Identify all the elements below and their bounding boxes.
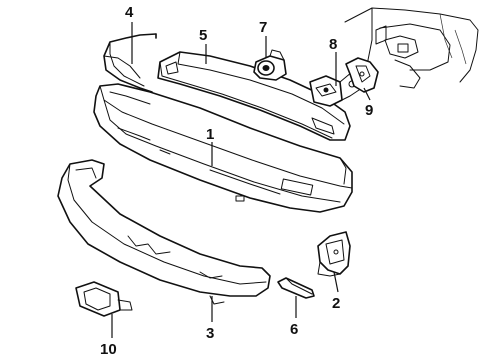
callout-5: 5 [199, 27, 207, 44]
callout-2: 2 [332, 295, 340, 312]
callout-4: 4 [125, 4, 134, 21]
callout-1: 1 [206, 126, 214, 143]
part-5-impact-bar [157, 51, 351, 141]
part-6-strap [277, 277, 315, 299]
callout-labels: 4 5 7 8 9 1 2 3 6 10 [100, 4, 373, 358]
callout-9: 9 [365, 102, 373, 119]
vehicle-body-section [344, 7, 479, 89]
part-7-isolator [253, 49, 287, 81]
part-1-bumper-cover [93, 83, 353, 213]
callout-7: 7 [259, 19, 267, 36]
callout-3: 3 [206, 325, 214, 342]
part-9-reinforcement [345, 57, 379, 93]
leader-lines [111, 22, 371, 338]
callout-8: 8 [329, 36, 337, 53]
part-10-license-bracket [75, 281, 133, 317]
part-3-lower-valance [57, 159, 271, 305]
part-8-bracket [309, 71, 363, 107]
callout-10: 10 [100, 341, 117, 358]
callout-6: 6 [290, 321, 298, 338]
part-4-molding-strip [103, 33, 157, 93]
part-2-side-bracket [317, 231, 351, 277]
